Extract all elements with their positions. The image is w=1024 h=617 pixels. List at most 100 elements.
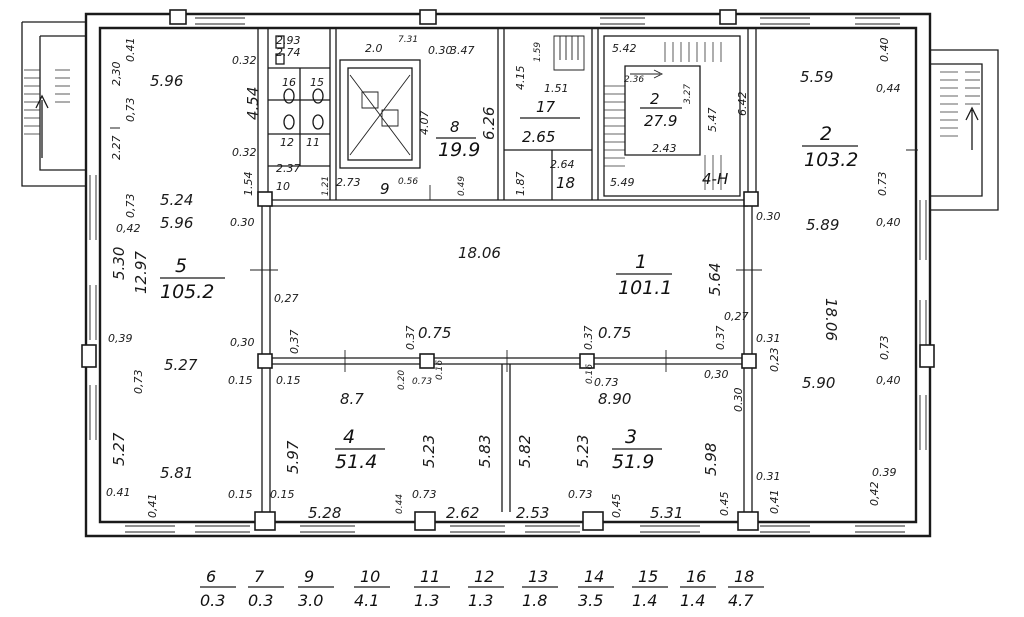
room-label-4: 4 51.4 <box>335 426 385 473</box>
room-label-17: 17 2.65 <box>520 98 580 146</box>
room-label-2-large: 2 103.2 <box>802 123 858 171</box>
dim-label: 8.90 <box>598 390 631 408</box>
legend-entry: 111.3 <box>414 567 450 610</box>
dim-label: 0,41 <box>768 490 781 515</box>
axis-ticks <box>250 269 762 372</box>
svg-text:5: 5 <box>175 255 187 277</box>
legend-entry: 70.3 <box>248 567 284 610</box>
room-label-11: 11 <box>306 136 320 149</box>
dim-label: 0.73 <box>594 376 619 389</box>
dim-label: 6.42 <box>736 92 749 117</box>
dim-label: 0,40 <box>876 374 901 387</box>
room-label-18: 18 <box>556 174 575 192</box>
legend-room-area: 1.3 <box>468 591 493 610</box>
legend-room-area: 1.3 <box>414 591 439 610</box>
dim-label: 0,73 <box>124 194 137 219</box>
legend-room-number: 15 <box>638 567 658 586</box>
legend-entry: 184.7 <box>728 567 764 610</box>
legend-room-number: 18 <box>734 567 754 586</box>
dim-label: 0.56 <box>398 177 418 187</box>
dim-label: 0.40 <box>878 38 891 63</box>
dim-label: 1.87 <box>514 172 527 197</box>
dim-label: 5.47 <box>706 108 719 133</box>
dim-label: 5.23 <box>574 435 592 468</box>
room-label-15: 15 <box>310 76 324 89</box>
svg-text:103.2: 103.2 <box>804 149 858 171</box>
dim-label: 0,44 <box>876 82 901 95</box>
svg-text:27.9: 27.9 <box>644 112 677 130</box>
dim-label: 1.21 <box>321 176 331 196</box>
room-label-8: 8 19.9 <box>436 118 480 161</box>
dim-label: 0.32 <box>232 146 257 159</box>
room-label-12: 12 <box>280 136 294 149</box>
dim-label: 0.30 <box>732 388 745 413</box>
svg-text:101.1: 101.1 <box>618 277 672 299</box>
room-label-1: 1 101.1 <box>616 251 672 299</box>
room-label-10: 10 <box>276 180 290 193</box>
dim-label: 4.15 <box>514 66 527 91</box>
dim-label: 5.96 <box>150 72 183 90</box>
dim-label: 0,40 <box>876 216 901 229</box>
dim-label: 0.15 <box>276 374 301 387</box>
dim-label: 0.37 <box>404 326 417 351</box>
dim-label: 0.30 <box>428 44 453 57</box>
dim-label: 0.73 <box>876 172 889 197</box>
legend-room-number: 13 <box>528 567 548 586</box>
dim-label: 5.30 <box>110 247 128 280</box>
dim-label: 2.93 <box>276 34 301 47</box>
dim-label: 3.27 <box>683 84 693 104</box>
dim-label: 5.42 <box>612 42 637 55</box>
dim-label: 0.30 <box>756 210 781 223</box>
room-label-5: 5 105.2 <box>160 255 225 303</box>
dim-label: 5.59 <box>800 68 833 86</box>
room-label-9: 9 <box>380 180 390 198</box>
dim-label: 4.07 <box>418 111 431 136</box>
dim-label: 5.82 <box>516 435 534 468</box>
dim-label: 18.06 <box>822 298 840 341</box>
hall-columns <box>257 191 759 369</box>
dim-label: 5.83 <box>476 435 494 468</box>
legend-room-number: 10 <box>360 567 380 586</box>
dim-label: 7.31 <box>398 35 418 45</box>
dim-label: 2.43 <box>652 142 677 155</box>
dim-label: 0.73 <box>568 488 593 501</box>
dim-label: 5.28 <box>308 504 341 522</box>
dim-label: 0.73 <box>412 377 432 387</box>
dim-label: 2.62 <box>446 504 479 522</box>
dim-label: 2.36 <box>624 75 644 85</box>
svg-text:51.9: 51.9 <box>612 451 654 473</box>
dim-label: 5.31 <box>650 504 683 522</box>
dim-label: 0,73 <box>132 370 145 395</box>
dim-label: 0.20 <box>397 370 407 390</box>
legend-room-area: 1.4 <box>632 591 657 610</box>
dim-label: 0.41 <box>124 38 137 63</box>
dim-label: 0,41 <box>146 494 159 519</box>
dim-label: 5.96 <box>160 214 193 232</box>
central-stair <box>553 35 741 197</box>
legend-room-area: 0.3 <box>200 591 225 610</box>
svg-text:4: 4 <box>343 426 355 448</box>
svg-text:8: 8 <box>450 118 460 136</box>
dim-label: 5.90 <box>802 374 835 392</box>
dim-label: 5.98 <box>702 443 720 476</box>
dim-label: 4.54 <box>244 87 262 120</box>
dim-label: 0.75 <box>598 324 631 342</box>
dim-label: 5.49 <box>610 176 635 189</box>
exterior-walls <box>81 9 935 538</box>
legend-entry: 143.5 <box>578 567 614 610</box>
dim-label: 5.81 <box>160 464 193 482</box>
dim-label: 1.59 <box>533 42 543 62</box>
dim-label: 0.16 <box>435 360 445 380</box>
legend-room-area: 1.8 <box>522 591 547 610</box>
dimension-labels: 5.96 5.24 5.96 5.27 5.81 5.30 12.97 5.27… <box>106 34 901 522</box>
legend-room-number: 14 <box>584 567 604 586</box>
dim-label: 0,45 <box>610 494 623 519</box>
dim-label: 1.54 <box>242 172 255 197</box>
legend-entry: 60.3 <box>200 567 236 610</box>
dim-label: 2.37 <box>276 162 301 175</box>
legend-entry: 93.0 <box>298 567 334 610</box>
dim-label: 0,42 <box>868 482 881 507</box>
svg-text:17: 17 <box>536 98 556 116</box>
legend-room-area: 0.3 <box>248 591 273 610</box>
stair-mark: 4-Н <box>702 170 728 188</box>
